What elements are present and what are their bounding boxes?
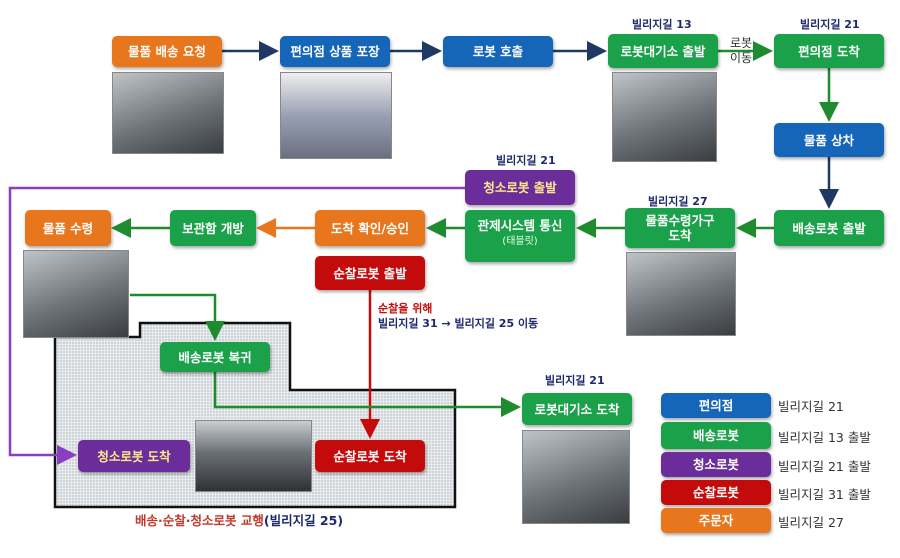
photo-robots-crossing [195, 420, 312, 492]
region-caption: 배송·순찰·청소로봇 교행(빌리지길 25) [135, 510, 343, 529]
patrol-route-note: 빌리지길 31 → 빌리지길 25 이동 [378, 317, 539, 330]
step-call-robot: 로봇 호출 [443, 36, 553, 67]
legend-value: 빌리지길 21 [778, 399, 844, 414]
step-delivery-return: 배송로봇 복귀 [160, 342, 270, 372]
robot-move-label: 로봇 이동 [730, 36, 753, 65]
step-label: 청소로봇 출발 [483, 180, 557, 195]
photo-robot-at-house [626, 252, 736, 336]
step-label: 물품 수령 [42, 220, 94, 236]
step-label: 물품 상차 [803, 132, 855, 148]
step-clean-arrive: 청소로봇 도착 [78, 440, 190, 472]
step-receive: 물품 수령 [25, 210, 111, 246]
step-delivery-depart: 배송로봇 출발 [774, 210, 884, 246]
caption-text: 배송·순찰·청소로봇 교행 [135, 513, 264, 528]
location-label: 빌리지길 13 [632, 18, 692, 31]
location-label: 빌리지길 21 [800, 18, 860, 31]
legend-item-store: 편의점 [661, 393, 771, 418]
legend-value: 빌리지길 21 출발 [778, 459, 871, 474]
step-label: 청소로봇 도착 [97, 448, 171, 464]
step-arrive-house: 물품수령가구 도착 [625, 208, 735, 248]
photo-convenience-store [280, 72, 392, 159]
legend-label: 청소로봇 [692, 457, 739, 472]
step-confirm: 도착 확인/승인 [315, 210, 425, 246]
step-label: 물품 배송 요청 [128, 44, 206, 59]
patrol-note: 순찰을 위해 [378, 302, 433, 315]
step-depart-station: 로봇대기소 출발 [608, 34, 718, 68]
location-label: 빌리지길 21 [496, 154, 556, 167]
step-open-box: 보관함 개방 [170, 210, 256, 246]
step-control-system: 관제시스템 통신 (태블릿) [465, 210, 575, 262]
step-label: 도착 확인/승인 [331, 220, 409, 236]
legend-value: 빌리지길 27 [778, 515, 844, 530]
caption-location: (빌리지길 25) [263, 513, 344, 528]
step-arrive-store: 편의점 도착 [774, 34, 884, 68]
step-label: 물품수령가구 도착 [645, 213, 715, 243]
step-label: 로봇대기소 도착 [534, 401, 620, 417]
legend-item-cleaning-robot: 청소로봇 [661, 452, 771, 477]
legend-value: 빌리지길 13 출발 [778, 430, 871, 445]
step-label: 편의점 도착 [798, 43, 860, 59]
step-label: 순찰로봇 출발 [333, 265, 407, 281]
step-clean-depart: 청소로봇 출발 [465, 170, 575, 205]
legend-item-orderer: 주문자 [661, 508, 771, 533]
location-label: 빌리지길 27 [648, 195, 708, 208]
photo-receive-item [23, 250, 129, 338]
step-sublabel: (태블릿) [502, 236, 538, 247]
step-item-request: 물품 배송 요청 [112, 36, 222, 67]
legend-label: 주문자 [698, 513, 734, 528]
step-label: 배송로봇 복귀 [178, 349, 252, 365]
photo-phone-order [112, 72, 224, 154]
legend-value: 빌리지길 31 출발 [778, 487, 871, 502]
step-label: 순찰로봇 도착 [333, 448, 407, 464]
step-label: 로봇대기소 출발 [620, 43, 706, 59]
step-patrol-depart: 순찰로봇 출발 [315, 256, 425, 290]
step-label: 로봇 호출 [472, 44, 524, 59]
legend-item-delivery-robot: 배송로봇 [661, 422, 771, 449]
photo-robot-station [612, 72, 717, 162]
legend-label: 편의점 [698, 398, 734, 413]
legend-label: 배송로봇 [692, 428, 739, 443]
photo-station-arrive [522, 430, 630, 524]
location-label: 빌리지길 21 [545, 374, 605, 387]
step-station-arrive: 로봇대기소 도착 [522, 393, 632, 425]
step-label: 관제시스템 통신 [477, 218, 563, 233]
legend-item-patrol-robot: 순찰로봇 [661, 480, 771, 505]
step-patrol-arrive: 순찰로봇 도착 [315, 440, 425, 472]
legend-label: 순찰로봇 [692, 485, 739, 500]
step-pack: 편의점 상품 포장 [280, 36, 390, 67]
step-label: 보관함 개방 [182, 220, 244, 236]
step-label: 배송로봇 출발 [792, 220, 866, 236]
step-load: 물품 상차 [774, 123, 884, 157]
step-label: 편의점 상품 포장 [290, 44, 380, 59]
